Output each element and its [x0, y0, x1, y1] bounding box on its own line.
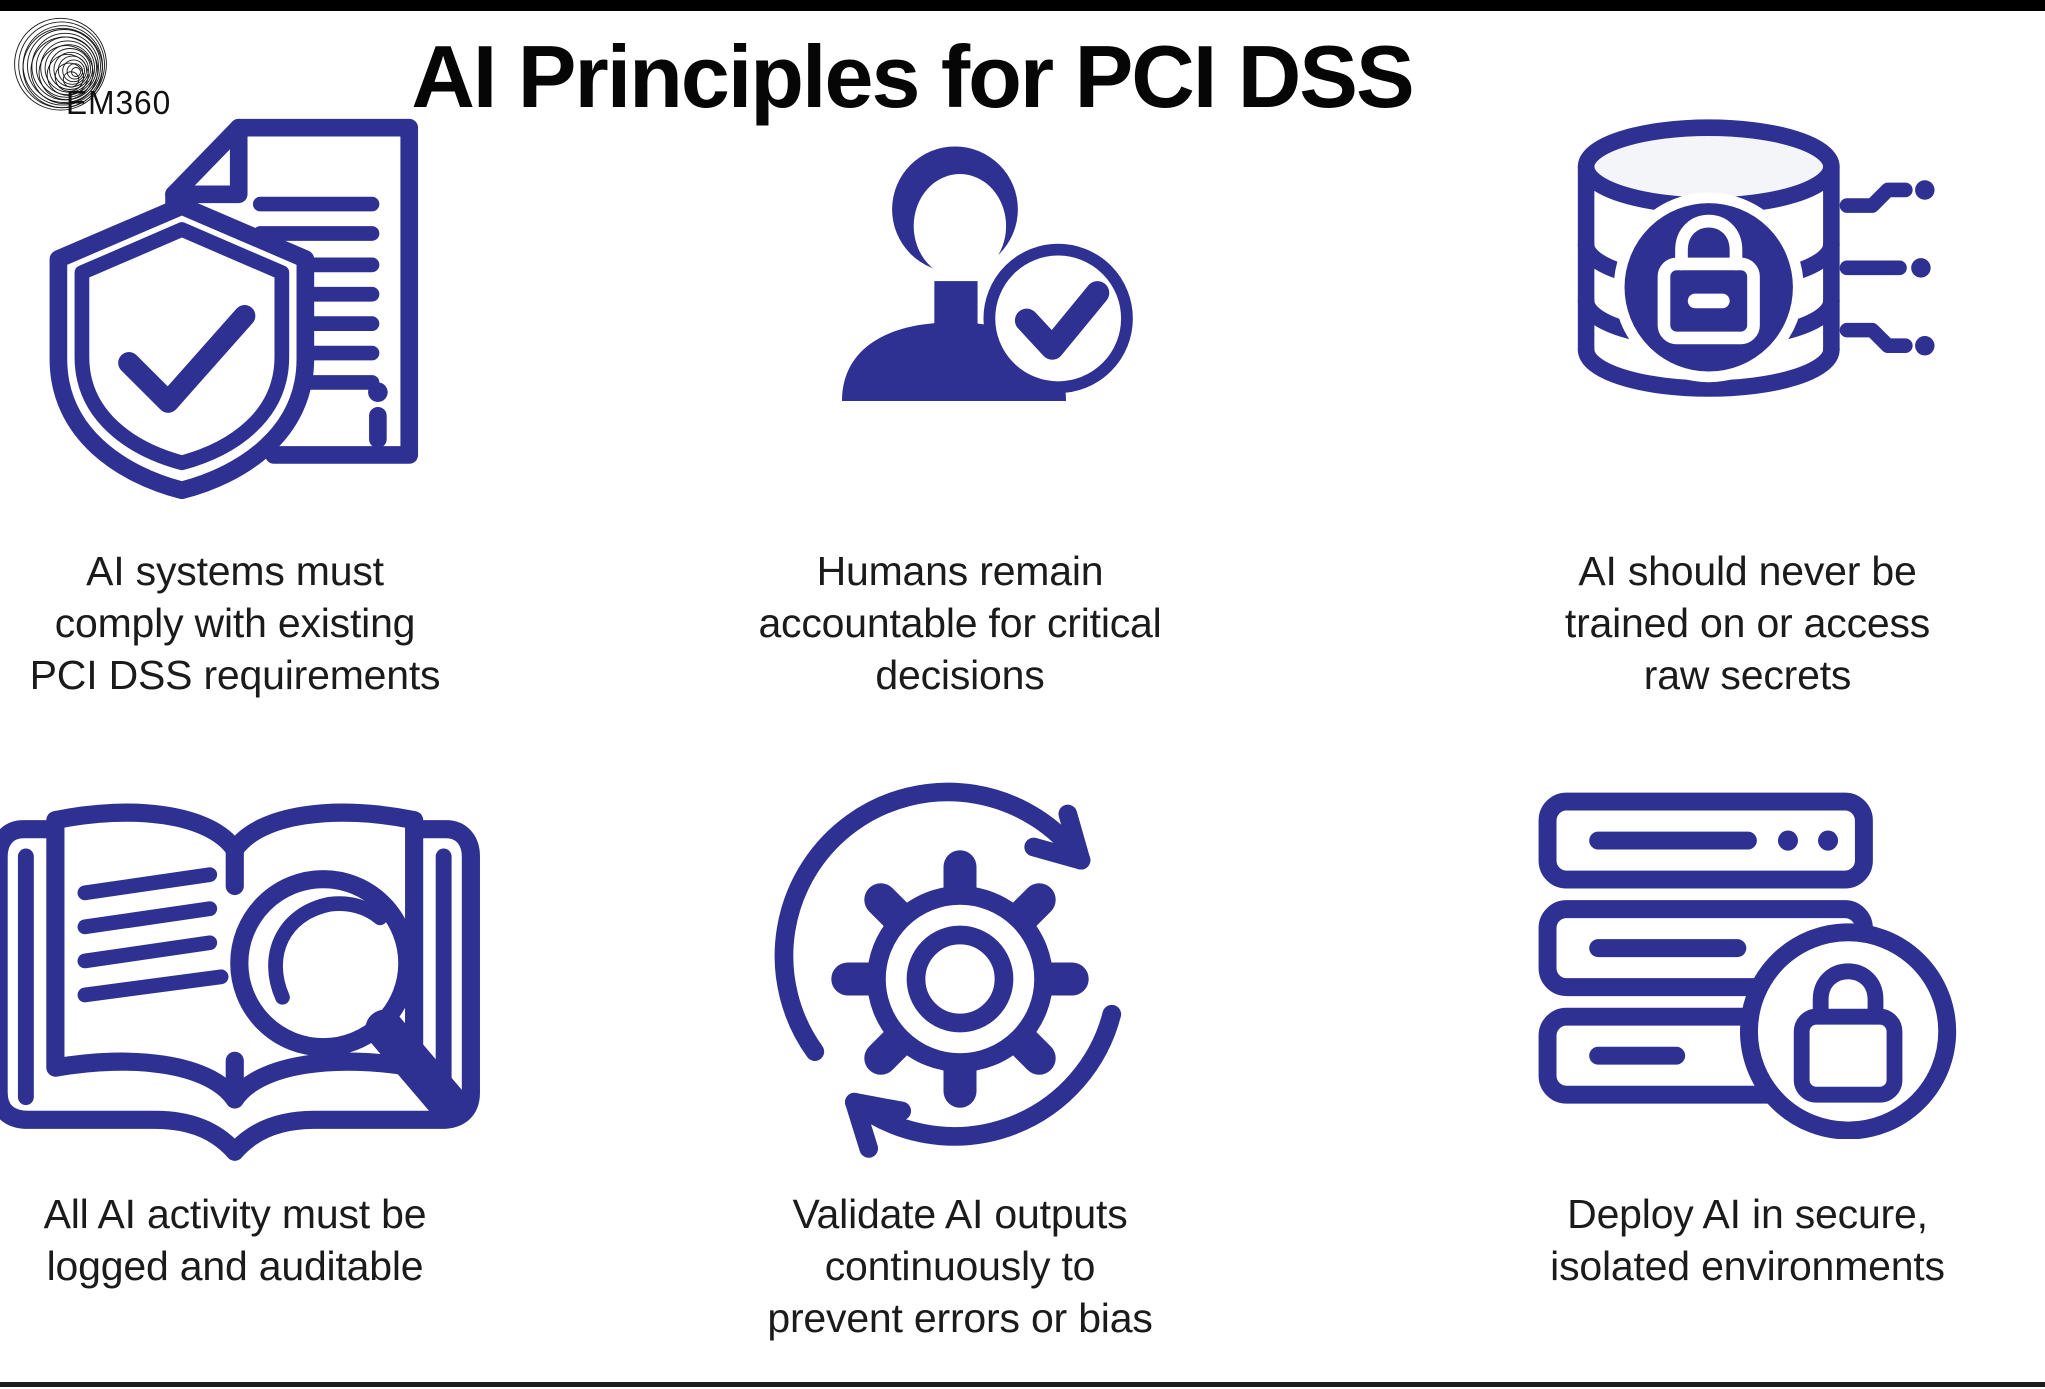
em360-logo: EM360	[14, 8, 274, 148]
database-lock-icon	[1577, 119, 1935, 397]
caption-validation: Validate AI outputs continuously to prev…	[767, 1191, 1153, 1342]
panel-compliance: AI systems must comply with existing PCI…	[0, 110, 470, 701]
panel-data-protection: AI should never be trained on or access …	[1450, 110, 2045, 701]
panel-secure-deployment: Deploy AI in secure, isolated environmen…	[1450, 775, 2045, 1292]
shield-document-icon	[49, 118, 419, 500]
caption-accountability: Humans remain accountable for critical d…	[758, 548, 1162, 699]
server-lock-icon	[1538, 792, 1956, 1139]
caption-audit: All AI activity must be logged and audit…	[43, 1191, 427, 1290]
panel-audit: All AI activity must be logged and audit…	[0, 775, 485, 1292]
panel-validation: Validate AI outputs continuously to prev…	[575, 775, 1345, 1344]
em360-logo-text: EM360	[66, 84, 172, 121]
top-bar	[0, 0, 2045, 11]
gear-cycle-icon	[774, 782, 1122, 1158]
caption-data-protection: AI should never be trained on or access …	[1564, 548, 1931, 699]
em360-spiral-icon	[14, 17, 107, 111]
caption-secure-deployment: Deploy AI in secure, isolated environmen…	[1550, 1191, 1945, 1290]
page-title: AI Principles for PCI DSS	[411, 27, 1414, 126]
bottom-rule	[0, 1382, 2045, 1387]
caption-compliance: AI systems must comply with existing PCI…	[29, 548, 441, 699]
book-magnifier-icon	[0, 803, 481, 1161]
person-check-icon	[842, 146, 1133, 401]
panel-accountability: Humans remain accountable for critical d…	[575, 110, 1345, 701]
